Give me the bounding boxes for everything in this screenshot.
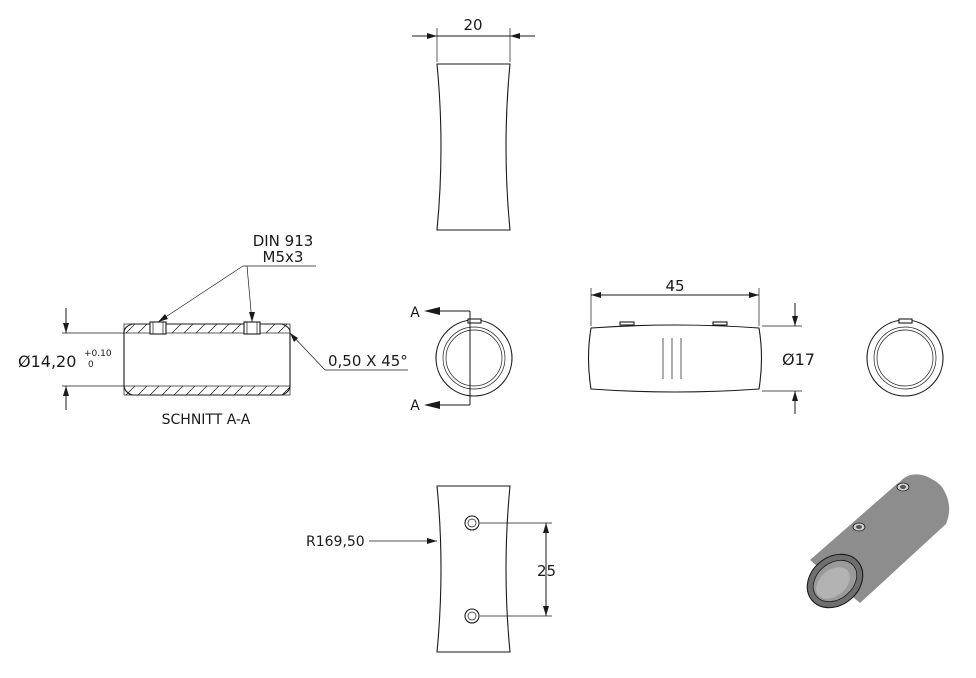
bore-diameter-dimension: Ø14,20 bbox=[18, 352, 76, 371]
section-top-wall bbox=[123, 323, 291, 334]
section-label: SCHNITT A-A bbox=[162, 412, 251, 428]
front-outer-circle bbox=[435, 319, 513, 397]
chamfer-dimension: 0,50 X 45° bbox=[328, 352, 408, 370]
hole-spacing-dimension: 25 bbox=[537, 562, 556, 580]
bore-tolerance-upper: +0.10 bbox=[84, 349, 112, 359]
side-view: 45 Ø17 bbox=[587, 277, 815, 414]
section-view: Ø14,20 +0.10 0 DIN 913 M5x3 0,50 X 45° S… bbox=[18, 232, 408, 428]
screw-hole-top bbox=[464, 515, 480, 531]
set-screw-right bbox=[243, 321, 261, 335]
section-mark-top: A bbox=[410, 305, 420, 321]
section-outline bbox=[123, 323, 291, 396]
side-length-dimension: 45 bbox=[665, 277, 684, 295]
top-view: 20 bbox=[412, 16, 535, 231]
isometric-view bbox=[806, 474, 950, 609]
screw-standard-label: DIN 913 bbox=[253, 232, 314, 250]
top-view-outline bbox=[436, 63, 511, 231]
top-width-dimension: 20 bbox=[463, 16, 482, 34]
radius-dimension: R169,50 bbox=[306, 534, 365, 550]
side-view-outline bbox=[587, 324, 763, 393]
set-screw-left bbox=[149, 321, 167, 335]
outer-diameter-dimension: Ø17 bbox=[782, 350, 815, 369]
section-mark-bottom: A bbox=[410, 398, 420, 414]
bore-tolerance-lower: 0 bbox=[88, 360, 94, 370]
bottom-view-outline bbox=[436, 485, 511, 653]
front-view: A A bbox=[410, 305, 513, 414]
screw-hole-bottom bbox=[464, 608, 480, 624]
screw-size-label: M5x3 bbox=[263, 248, 304, 266]
end-outer-circle bbox=[866, 319, 944, 397]
end-view bbox=[866, 318, 944, 397]
bottom-view: 25 R169,50 bbox=[306, 485, 556, 653]
